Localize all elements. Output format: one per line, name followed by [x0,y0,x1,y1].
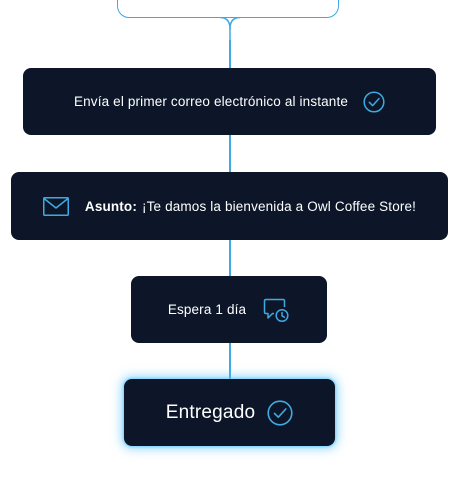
connector-line [229,40,231,68]
connector-line [229,343,231,379]
check-circle-icon [363,90,385,113]
step-send-email[interactable]: Envía el primer correo electrónico al in… [23,68,436,135]
step-delivered-label: Entregado [165,401,256,423]
step-wait[interactable]: Espera 1 día [131,276,327,343]
connector-line [229,135,231,172]
step-send-email-label: Envía el primer correo electrónico al in… [73,94,349,109]
check-circle-icon [267,399,293,426]
connector-junction [219,17,241,41]
chat-clock-icon [262,297,290,323]
subject-label: Asunto: [84,198,137,214]
connector-line [229,240,231,276]
step-delivered[interactable]: Entregado [124,379,335,446]
mail-icon [42,196,69,216]
step-email-subject[interactable]: Asunto: ¡Te damos la bienvenida a Owl Co… [11,172,448,240]
subject-text: ¡Te damos la bienvenida a Owl Coffee Sto… [141,198,417,214]
previous-step-bracket [117,0,339,18]
step-wait-label: Espera 1 día [167,302,247,317]
